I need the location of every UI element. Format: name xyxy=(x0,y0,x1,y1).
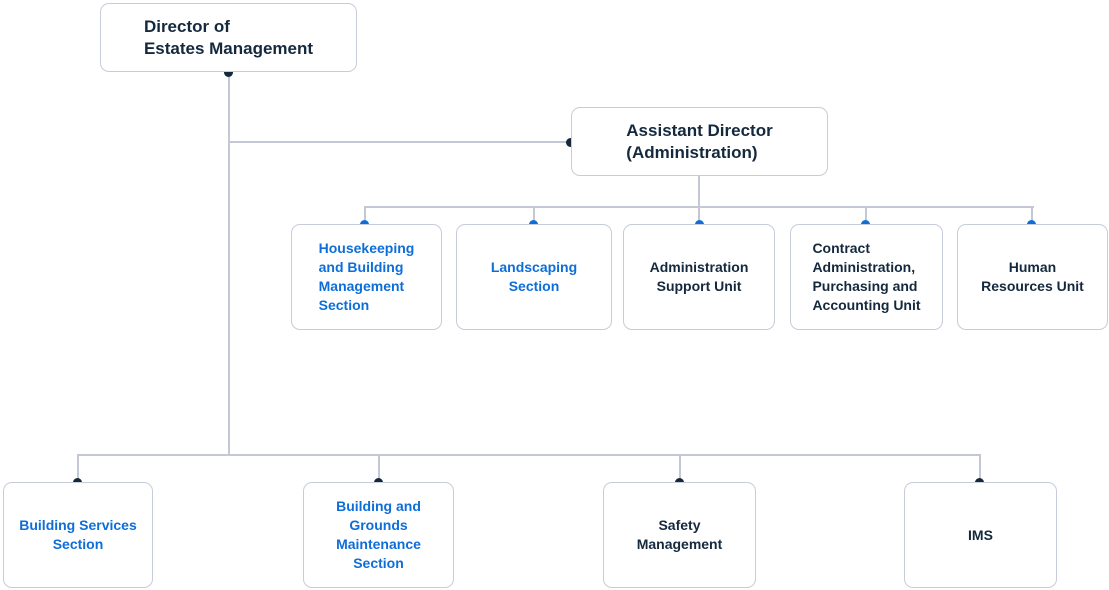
node-building-services-section-label: Building Services Section xyxy=(19,517,137,552)
node-human-resources-unit: Human Resources Unit xyxy=(957,224,1108,330)
node-contract-administration-unit-label: Contract Administration, Purchasing and … xyxy=(812,240,921,313)
node-grounds-maintenance-section-label: Building and Grounds Maintenance Section xyxy=(336,498,421,571)
connector-stub-ims xyxy=(979,454,981,482)
node-ims: IMS xyxy=(904,482,1057,588)
node-housekeeping-section-label: Housekeeping and Building Management Sec… xyxy=(318,240,415,313)
node-landscaping-section-label: Landscaping Section xyxy=(490,259,578,294)
junction-dot-assistant xyxy=(566,138,575,147)
node-administration-support-unit-label: Administration Support Unit xyxy=(649,259,749,294)
node-administration-support-unit: Administration Support Unit xyxy=(623,224,775,330)
connector-director-children-bus xyxy=(77,454,981,456)
connector-stub-landscaping xyxy=(533,206,535,224)
node-building-services-section: Building Services Section xyxy=(3,482,153,588)
junction-dot-director xyxy=(224,68,233,77)
node-director: Director of Estates Management xyxy=(100,3,357,72)
node-housekeeping-section: Housekeeping and Building Management Sec… xyxy=(291,224,442,330)
connector-stub-housekeeping xyxy=(364,206,366,224)
connector-stub-contract xyxy=(865,206,867,224)
node-safety-management: Safety Management xyxy=(603,482,756,588)
node-contract-administration-unit: Contract Administration, Purchasing and … xyxy=(790,224,943,330)
connector-stub-building-services xyxy=(77,454,79,482)
connector-director-vertical xyxy=(228,72,230,455)
node-human-resources-unit-label: Human Resources Unit xyxy=(981,259,1084,294)
node-safety-management-label: Safety Management xyxy=(636,517,723,552)
connector-stub-human-resources xyxy=(1031,206,1033,224)
connector-stub-grounds-maintenance xyxy=(378,454,380,482)
connector-director-to-assistant xyxy=(229,141,571,143)
node-landscaping-section: Landscaping Section xyxy=(456,224,612,330)
connector-stub-safety xyxy=(679,454,681,482)
node-assistant-director: Assistant Director (Administration) xyxy=(571,107,828,176)
node-ims-label: IMS xyxy=(968,526,993,543)
node-assistant-director-label: Assistant Director (Administration) xyxy=(626,120,773,162)
connector-stub-admin-support xyxy=(698,176,700,224)
node-grounds-maintenance-section: Building and Grounds Maintenance Section xyxy=(303,482,454,588)
node-director-label: Director of Estates Management xyxy=(143,16,314,58)
